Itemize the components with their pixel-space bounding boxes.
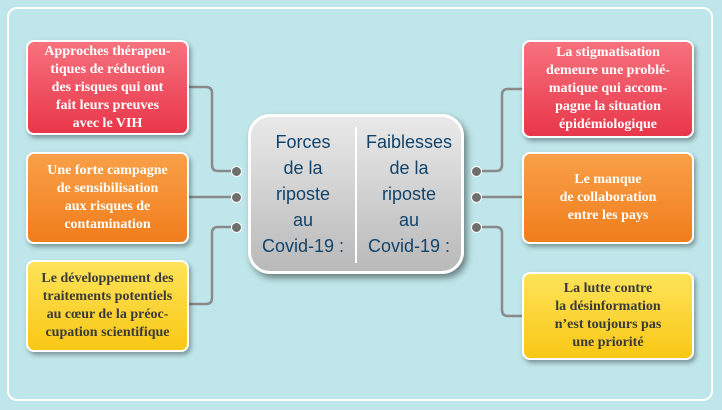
force-text-3: Le développement des traitements potenti… [41, 271, 174, 340]
outer-frame [7, 7, 713, 401]
connector-dot-left-1 [231, 166, 242, 177]
connector-dot-left-2 [231, 192, 242, 203]
connector-left-1 [189, 85, 236, 173]
force-box-1: Approches thérapeu- tiques de réduction … [26, 40, 189, 135]
force-text-1: Approches thérapeu- tiques de réduction … [44, 43, 171, 131]
center-right-column: Faiblesses de la riposte au Covid-19 : [357, 117, 461, 271]
center-left-column: Forces de la riposte au Covid-19 : [251, 117, 355, 271]
weakness-box-2: Le manque de collaboration entre les pay… [522, 152, 694, 244]
weakness-text-3: La lutte contre la désinformation n’est … [554, 281, 662, 350]
center-left-title: Forces de la riposte au Covid-19 : [261, 132, 345, 256]
connector-dot-left-3 [231, 222, 242, 233]
center-right-title: Faiblesses de la riposte au Covid-19 : [365, 132, 453, 256]
weakness-text-2: Le manque de collaboration entre les pay… [559, 172, 657, 223]
connector-right-1 [476, 87, 522, 173]
connector-dot-right-3 [471, 222, 482, 233]
force-text-2: Une forte campagne de sensibilisation au… [47, 163, 168, 232]
connector-dot-right-1 [471, 166, 482, 177]
weakness-box-3: La lutte contre la désinformation n’est … [522, 272, 694, 360]
center-divider [355, 127, 357, 263]
connector-left-3 [189, 225, 236, 306]
connector-right-3 [476, 225, 522, 318]
weakness-box-1: La stigmatisation demeure une problé- ma… [522, 40, 694, 138]
connector-dot-right-2 [471, 192, 482, 203]
weakness-text-1: La stigmatisation demeure une problé- ma… [546, 45, 670, 132]
force-box-3: Le développement des traitements potenti… [26, 260, 189, 352]
center-panel: Forces de la riposte au Covid-19 : Faibl… [248, 114, 464, 274]
force-box-2: Une forte campagne de sensibilisation au… [26, 152, 189, 244]
